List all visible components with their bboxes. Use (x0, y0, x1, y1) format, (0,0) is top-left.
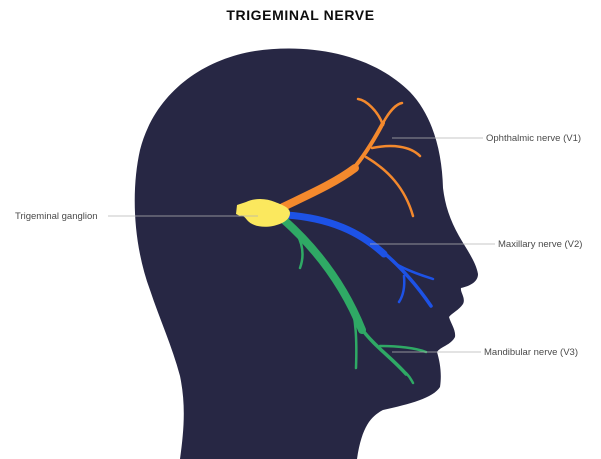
leader-lines (108, 137, 495, 353)
trigeminal-ganglion (236, 199, 290, 227)
label-maxillary-nerve: Maxillary nerve (V2) (498, 239, 582, 250)
maxillary-nerve (282, 211, 435, 308)
label-ophthalmic-nerve: Ophthalmic nerve (V1) (486, 133, 581, 144)
diagram-title: TRIGEMINAL NERVE (226, 7, 375, 23)
head-silhouette (134, 48, 478, 459)
ophthalmic-nerve (279, 97, 422, 218)
label-trigeminal-ganglion: Trigeminal ganglion (15, 211, 98, 222)
label-mandibular-nerve: Mandibular nerve (V3) (484, 347, 578, 358)
mandibular-nerve (280, 216, 428, 385)
